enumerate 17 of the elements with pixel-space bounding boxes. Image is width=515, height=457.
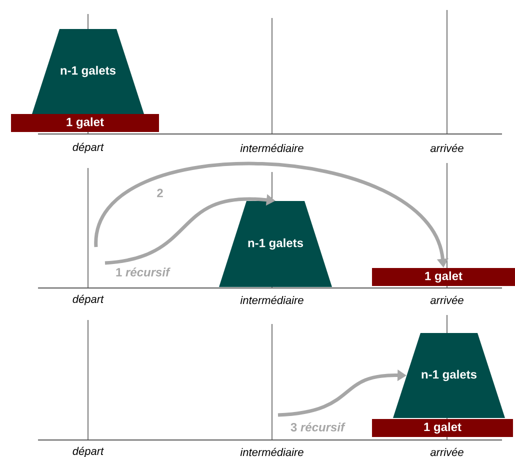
- edge-label: 1 récursif: [116, 268, 171, 276]
- peg-label: arrivée: [430, 448, 464, 456]
- peg-label: intermédiaire: [240, 144, 304, 152]
- disk-bar: 1 galet: [372, 268, 515, 286]
- peg-label: départ: [72, 142, 104, 154]
- stack-trapezoid: n-1 galets: [393, 332, 505, 418]
- stack-trapezoid: n-1 galets: [32, 29, 144, 114]
- edge-label: 2: [157, 188, 163, 198]
- disk-bar: 1 galet: [11, 114, 159, 132]
- peg-label: arrivée: [430, 144, 464, 152]
- peg-label: départ: [72, 294, 104, 306]
- disk-bar: 1 galet: [372, 418, 513, 437]
- peg-label: départ: [72, 446, 104, 457]
- edge-label: 3 récursif: [290, 422, 346, 432]
- stack-trapezoid: n-1 galets: [219, 200, 332, 287]
- peg-label: intermédiaire: [240, 448, 304, 456]
- peg-label: arrivée: [430, 296, 464, 304]
